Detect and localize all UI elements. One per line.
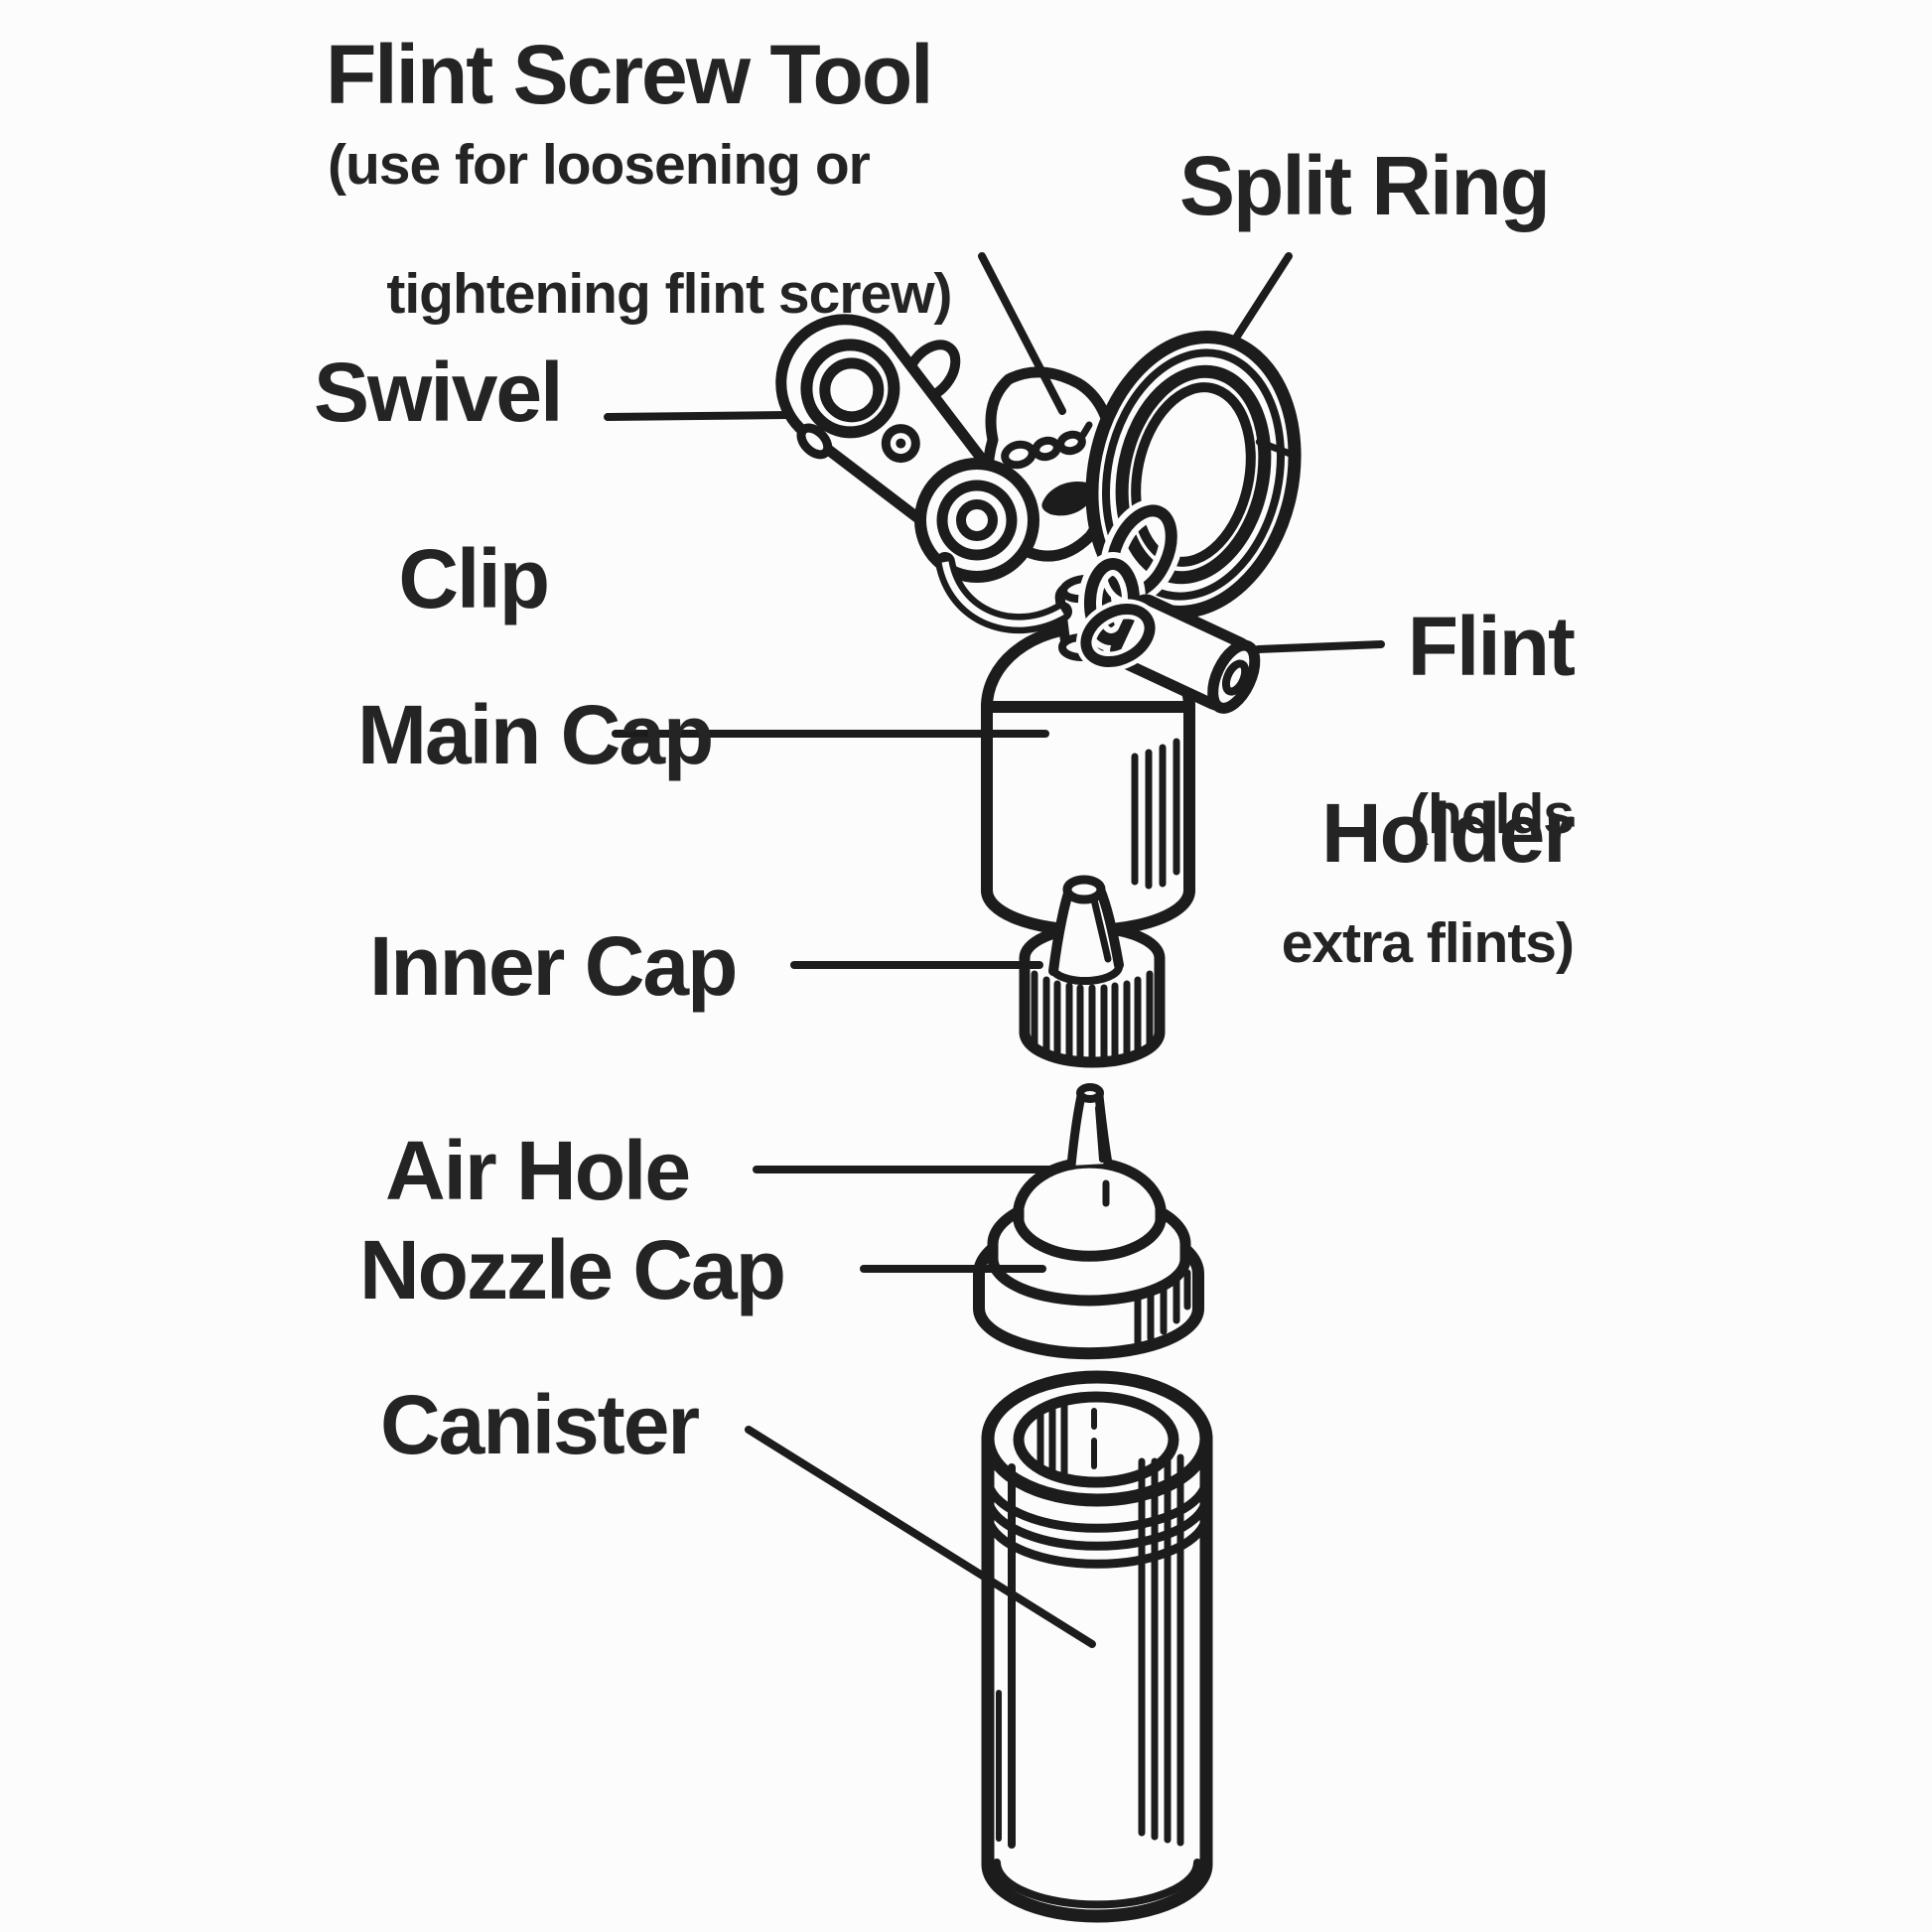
leader-flint-screw-tool <box>978 252 1066 415</box>
leader-split-ring <box>1229 252 1293 346</box>
label-flint-holder: Flint Holder <box>1191 600 1576 880</box>
note-flint-screw-tool: (use for loosening or tightening flint s… <box>328 133 953 327</box>
clip-pivot-drawing <box>914 458 1072 634</box>
label-air-hole: Air Hole <box>385 1124 691 1217</box>
label-main-cap: Main Cap <box>357 688 714 781</box>
leader-canister <box>745 1426 1096 1648</box>
canister-drawing <box>981 1370 1213 1923</box>
leader-lines <box>604 252 1385 1648</box>
extra-flints-line: extra flints) <box>1281 911 1575 975</box>
label-nozzle-cap: Nozzle Cap <box>359 1223 786 1316</box>
label-inner-cap: Inner Cap <box>369 919 738 1013</box>
leader-swivel-clip <box>604 411 791 421</box>
clip-gate-notch <box>796 423 833 460</box>
holder-link-loop <box>1080 603 1156 668</box>
inner-cap-drawing <box>1019 875 1166 1068</box>
note-flint-holder: (holds extra flints) <box>1191 782 1575 976</box>
label-canister: Canister <box>380 1378 700 1471</box>
label-split-ring: Split Ring <box>1179 139 1551 232</box>
leader-flint-holder <box>1254 640 1385 653</box>
tool-crescent-mark <box>1041 482 1096 516</box>
holds-line: (holds <box>1410 782 1575 846</box>
note-line-1: (use for loosening or <box>328 133 871 197</box>
nozzle-cap-drawing <box>973 1083 1204 1360</box>
swivel-line: Swivel <box>314 345 563 439</box>
label-flint-screw-tool: Flint Screw Tool <box>326 28 933 121</box>
flint-line: Flint <box>1407 600 1576 693</box>
holder-line: Holder <box>1320 786 1576 880</box>
flint-holder-drawing <box>1075 594 1261 714</box>
note-line-2: tightening flint screw) <box>386 262 952 326</box>
label-swivel-clip: Swivel Clip <box>314 345 563 625</box>
ring-wire-split <box>1255 438 1299 460</box>
clip-line: Clip <box>398 532 550 625</box>
